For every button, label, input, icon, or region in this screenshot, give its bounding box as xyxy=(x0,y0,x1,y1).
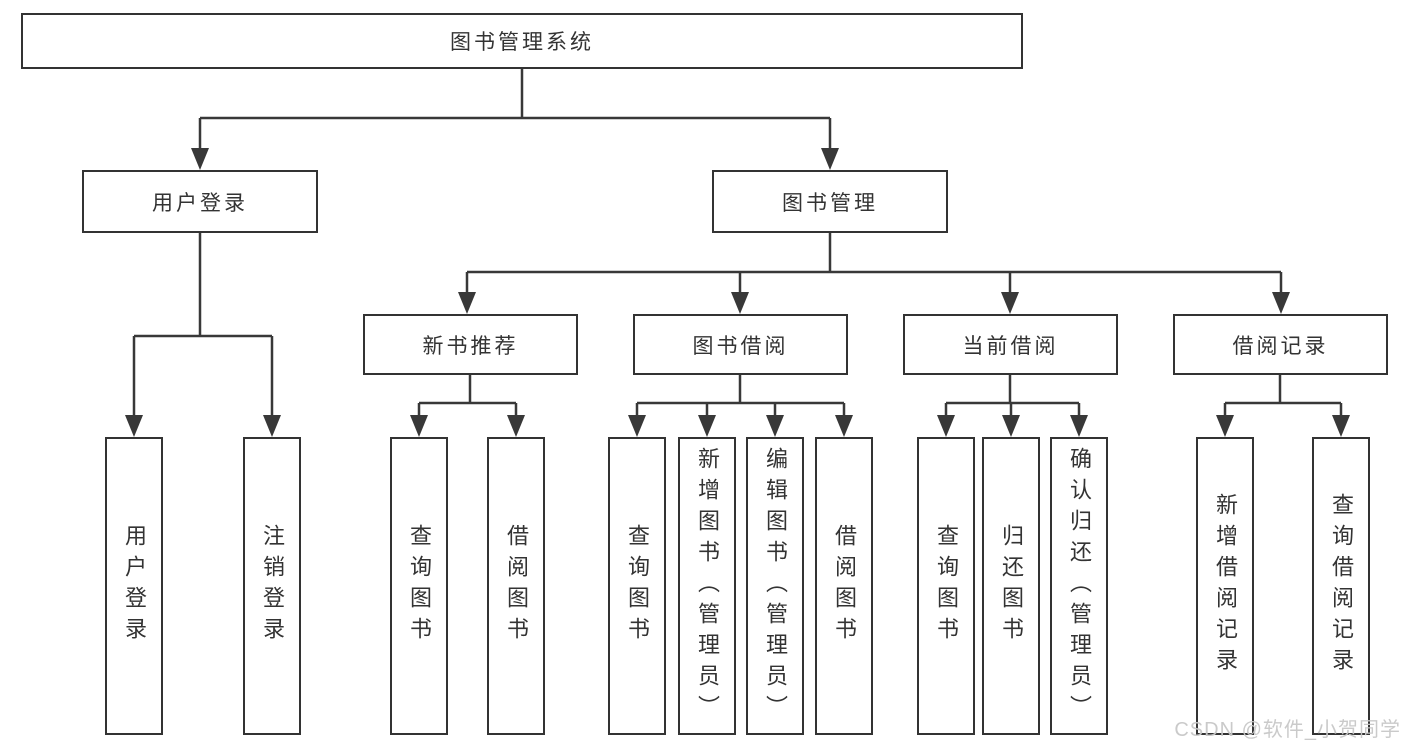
connector-stems xyxy=(132,69,1343,419)
leaf-confirm-return-admin: 确认归还（管理员） xyxy=(1050,437,1108,735)
node-book-management-label: 图书管理 xyxy=(782,191,878,215)
arrowhead-icon xyxy=(507,415,525,437)
node-user-login-label: 用户登录 xyxy=(152,191,248,215)
arrowhead-icon xyxy=(1070,415,1088,437)
node-book-borrowing-label: 图书借阅 xyxy=(692,334,789,358)
arrowhead-icon xyxy=(821,148,839,170)
arrowhead-icon xyxy=(628,415,646,437)
leaf-logout: 注销登录 xyxy=(243,437,301,735)
leaf-edit-books-admin-label: 编辑图书（管理员） xyxy=(763,446,788,726)
arrowhead-icon xyxy=(731,292,749,314)
leaf-edit-books-admin: 编辑图书（管理员） xyxy=(746,437,804,735)
leaf-borrow-books-recommend: 借阅图书 xyxy=(487,437,545,735)
leaf-add-borrow-record-label: 新增借阅记录 xyxy=(1213,493,1238,679)
arrowhead-icon xyxy=(766,415,784,437)
arrowhead-icon xyxy=(263,415,281,437)
arrowhead-icon xyxy=(937,415,955,437)
node-borrowing-records: 借阅记录 xyxy=(1173,314,1388,375)
arrowhead-icon xyxy=(698,415,716,437)
arrowhead-icon xyxy=(1216,415,1234,437)
leaf-return-books: 归还图书 xyxy=(982,437,1040,735)
leaf-add-books-admin-label: 新增图书（管理员） xyxy=(695,446,720,726)
leaf-logout-label: 注销登录 xyxy=(260,524,285,648)
arrowhead-icons xyxy=(125,148,1350,437)
node-new-book-recommend-label: 新书推荐 xyxy=(422,334,519,358)
leaf-query-borrow-record: 查询借阅记录 xyxy=(1312,437,1370,735)
watermark: CSDN @软件_小贺同学 xyxy=(1174,719,1401,741)
leaf-borrow-books-label: 借阅图书 xyxy=(832,524,857,648)
node-current-borrowing: 当前借阅 xyxy=(903,314,1118,375)
leaf-return-books-label: 归还图书 xyxy=(999,524,1024,648)
arrowhead-icon xyxy=(1001,292,1019,314)
leaf-borrow-books-recommend-label: 借阅图书 xyxy=(504,524,529,648)
arrowhead-icon xyxy=(1272,292,1290,314)
node-library-system-label: 图书管理系统 xyxy=(450,31,594,54)
leaf-query-books-recommend: 查询图书 xyxy=(390,437,448,735)
leaf-user-login: 用户登录 xyxy=(105,437,163,735)
arrowhead-icon xyxy=(1332,415,1350,437)
node-current-borrowing-label: 当前借阅 xyxy=(962,334,1059,358)
node-borrowing-records-label: 借阅记录 xyxy=(1232,334,1329,358)
arrowhead-icon xyxy=(125,415,143,437)
leaf-add-books-admin: 新增图书（管理员） xyxy=(678,437,736,735)
node-library-system: 图书管理系统 xyxy=(21,13,1023,69)
arrowhead-icon xyxy=(458,292,476,314)
leaf-query-books-borrowing-label: 查询图书 xyxy=(625,524,650,648)
leaf-borrow-books: 借阅图书 xyxy=(815,437,873,735)
leaf-query-books-current: 查询图书 xyxy=(917,437,975,735)
node-user-login: 用户登录 xyxy=(82,170,318,233)
node-book-management: 图书管理 xyxy=(712,170,948,233)
node-new-book-recommend: 新书推荐 xyxy=(363,314,578,375)
leaf-add-borrow-record: 新增借阅记录 xyxy=(1196,437,1254,735)
leaf-user-login-label: 用户登录 xyxy=(122,524,147,648)
node-book-borrowing: 图书借阅 xyxy=(633,314,848,375)
leaf-query-borrow-record-label: 查询借阅记录 xyxy=(1329,493,1354,679)
leaf-query-books-current-label: 查询图书 xyxy=(934,524,959,648)
arrowhead-icon xyxy=(1002,415,1020,437)
arrowhead-icon xyxy=(835,415,853,437)
leaf-confirm-return-admin-label: 确认归还（管理员） xyxy=(1067,446,1092,726)
arrowhead-icon xyxy=(191,148,209,170)
leaf-query-books-recommend-label: 查询图书 xyxy=(407,524,432,648)
arrowhead-icon xyxy=(410,415,428,437)
leaf-query-books-borrowing: 查询图书 xyxy=(608,437,666,735)
